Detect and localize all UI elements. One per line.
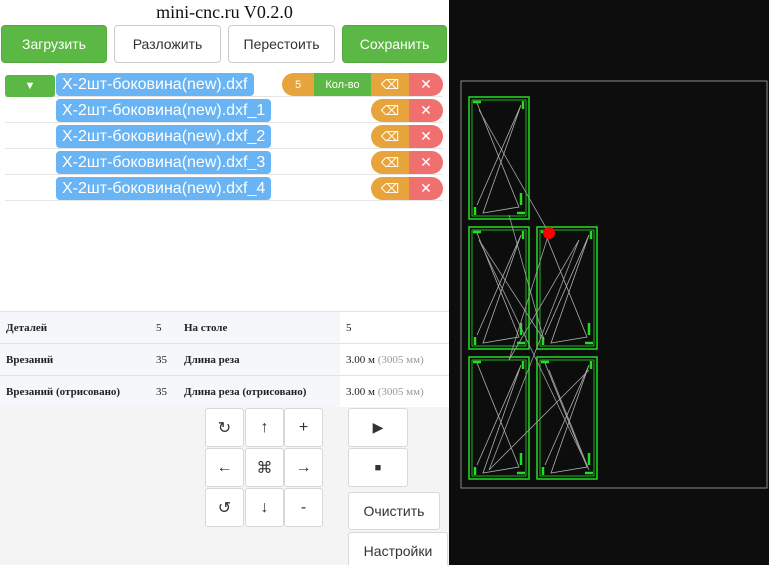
tool-path-line — [476, 102, 522, 214]
stat-label: Длина реза (отрисовано) — [178, 375, 340, 408]
clear-button[interactable]: Очистить — [348, 492, 440, 530]
part-inner-outline — [539, 359, 595, 477]
tool-path-line — [476, 362, 522, 474]
stat-value: 35 — [150, 343, 178, 376]
tool-paths — [476, 102, 590, 474]
erase-icon[interactable]: ⌫ — [371, 151, 409, 174]
file-name[interactable]: Х-2шт-боковина(new).dxf — [56, 73, 254, 96]
parts-group — [468, 96, 598, 480]
control-area: ↻ ↑ + ← ⌘ → ↺ ↓ - ▶ ■ Очистить Настройки — [0, 407, 449, 565]
plus-icon[interactable]: + — [284, 408, 323, 447]
stat-value: 3.00 м (3005 мм) — [340, 343, 449, 376]
file-row: Х-2шт-боковина(new).dxf_4 ⌫ ✕ — [5, 177, 443, 201]
cnc-canvas-svg — [460, 80, 768, 489]
play-icon[interactable]: ▶ — [348, 408, 408, 447]
arrow-left-icon[interactable]: ← — [205, 448, 244, 487]
file-row: Х-2шт-боковина(new).dxf_1 ⌫ ✕ — [5, 99, 443, 123]
tool-position-marker — [543, 227, 555, 239]
stop-icon[interactable]: ■ — [348, 448, 408, 487]
stat-label: Врезаний (отрисовано) — [0, 375, 150, 408]
stat-label: На столе — [178, 311, 340, 344]
delete-icon[interactable]: ✕ — [409, 125, 443, 148]
delete-icon[interactable]: ✕ — [409, 99, 443, 122]
stat-value: 3.00 м (3005 мм) — [340, 375, 449, 408]
file-row: Х-2шт-боковина(new).dxf_3 ⌫ ✕ — [5, 151, 443, 175]
expand-toggle-icon[interactable]: ▼ — [5, 75, 55, 97]
rearrange-button[interactable]: Перестоить — [228, 25, 335, 63]
stat-value: 5 — [150, 311, 178, 344]
part-inner-outline — [539, 229, 595, 347]
part-inner-outline — [471, 359, 527, 477]
minus-icon[interactable]: - — [284, 488, 323, 527]
stat-value: 5 — [340, 311, 449, 344]
stats-row: Врезаний (отрисовано) 35 Длина реза (отр… — [0, 375, 449, 408]
part-inner-outline — [471, 229, 527, 347]
file-name[interactable]: Х-2шт-боковина(new).dxf_1 — [56, 99, 272, 122]
center-icon[interactable]: ⌘ — [245, 448, 284, 487]
load-button[interactable]: Загрузить — [1, 25, 107, 63]
stat-label: Деталей — [0, 311, 150, 344]
cut-length-mm: (3005 мм) — [377, 353, 424, 366]
stat-label: Врезаний — [0, 343, 150, 376]
stat-label: Длина реза — [178, 343, 340, 376]
quantity-button[interactable]: Кол-во — [314, 73, 371, 96]
save-button[interactable]: Сохранить — [342, 25, 447, 63]
rotate-ccw-icon[interactable]: ↺ — [205, 488, 244, 527]
settings-button[interactable]: Настройки — [348, 532, 448, 565]
table-border — [460, 80, 768, 489]
arrow-right-icon[interactable]: → — [284, 448, 323, 487]
tool-path-line — [544, 362, 590, 474]
part-outline — [468, 226, 530, 350]
part-outline — [536, 356, 598, 480]
file-row: Х-2шт-боковина(new).dxf_2 ⌫ ✕ — [5, 125, 443, 149]
tool-path-line — [478, 109, 590, 471]
rotate-cw-icon[interactable]: ↻ — [205, 408, 244, 447]
delete-icon[interactable]: ✕ — [409, 73, 443, 96]
delete-icon[interactable]: ✕ — [409, 151, 443, 174]
part-outline — [536, 226, 598, 350]
file-name[interactable]: Х-2шт-боковина(new).dxf_3 — [56, 151, 272, 174]
erase-icon[interactable]: ⌫ — [371, 99, 409, 122]
part-outline — [468, 96, 530, 220]
cut-length-drawn-mm: (3005 мм) — [377, 385, 424, 398]
part-outline — [468, 356, 530, 480]
erase-icon[interactable]: ⌫ — [371, 73, 409, 96]
file-row-main: ▼ Х-2шт-боковина(new).dxf 5 Кол-во ⌫ ✕ — [5, 73, 443, 97]
arrow-up-icon[interactable]: ↑ — [245, 408, 284, 447]
file-name[interactable]: Х-2шт-боковина(new).dxf_4 — [56, 177, 272, 200]
left-panel: mini-cnc.ru V0.2.0 Загрузить Разложить П… — [0, 0, 449, 565]
erase-icon[interactable]: ⌫ — [371, 177, 409, 200]
stats-table: Деталей 5 На столе 5 Врезаний 35 Длина р… — [0, 311, 449, 408]
stat-value: 35 — [150, 375, 178, 408]
tool-path-line — [476, 232, 522, 344]
stats-row: Врезаний 35 Длина реза 3.00 м (3005 мм) — [0, 343, 449, 376]
layout-button[interactable]: Разложить — [114, 25, 221, 63]
arrow-down-icon[interactable]: ↓ — [245, 488, 284, 527]
tool-path-line — [544, 232, 590, 344]
cut-length-m: 3.00 м — [346, 353, 375, 366]
tool-path-line — [478, 214, 590, 471]
part-inner-outline — [471, 99, 527, 217]
file-name[interactable]: Х-2шт-боковина(new).dxf_2 — [56, 125, 272, 148]
quantity-badge: 5 — [282, 73, 314, 96]
cnc-canvas[interactable] — [449, 0, 769, 565]
stats-row: Деталей 5 На столе 5 — [0, 311, 449, 344]
erase-icon[interactable]: ⌫ — [371, 125, 409, 148]
app-title: mini-cnc.ru V0.2.0 — [156, 2, 293, 22]
cut-length-drawn-m: 3.00 м — [346, 385, 375, 398]
delete-icon[interactable]: ✕ — [409, 177, 443, 200]
